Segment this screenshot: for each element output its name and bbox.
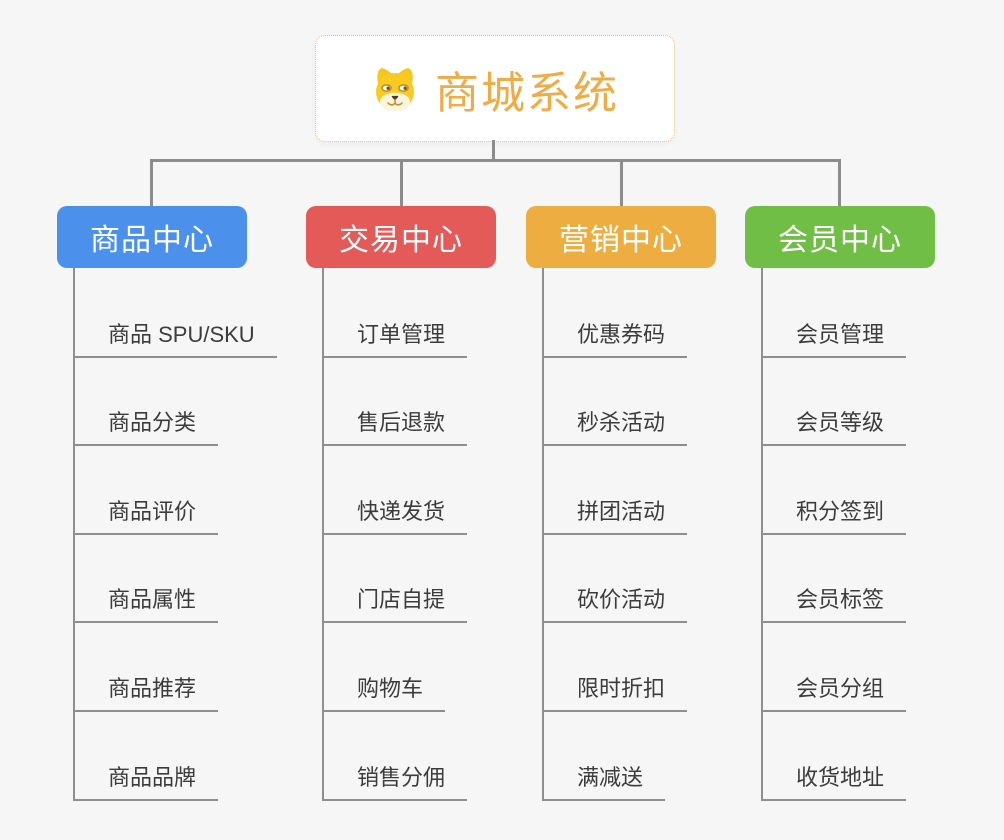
branch-label: 商品中心 <box>90 224 214 257</box>
leaf-label: 会员等级 <box>796 410 885 435</box>
leaf-label: 销售分佣 <box>357 765 446 790</box>
leaf-node[interactable]: 会员分组 <box>761 672 907 712</box>
leaf-node[interactable]: 订单管理 <box>322 318 468 358</box>
leaf-label: 商品属性 <box>108 587 197 612</box>
connector-horizontal-bar <box>150 159 841 162</box>
leaf-node[interactable]: 优惠券码 <box>542 318 688 358</box>
leaf-label: 积分签到 <box>796 499 885 524</box>
leaf-label: 满减送 <box>577 765 644 790</box>
leaf-label: 商品分类 <box>108 410 197 435</box>
leaf-node[interactable]: 门店自提 <box>322 583 468 623</box>
leaf-label: 商品评价 <box>108 499 197 524</box>
connector-drop-marketing <box>620 159 623 207</box>
leaf-node[interactable]: 会员标签 <box>761 583 907 623</box>
leaf-node[interactable]: 秒杀活动 <box>542 406 688 446</box>
leaf-label: 优惠券码 <box>577 322 666 347</box>
branch-children-trade: 订单管理 售后退款 快递发货 门店自提 购物车 销售分佣 <box>306 268 566 803</box>
leaf-node[interactable]: 商品评价 <box>73 495 219 535</box>
leaf-node[interactable]: 满减送 <box>542 761 666 801</box>
leaf-label: 会员分组 <box>796 676 885 701</box>
leaf-node[interactable]: 积分签到 <box>761 495 907 535</box>
connector-drop-product <box>150 159 153 207</box>
leaf-label: 快递发货 <box>357 499 446 524</box>
connector-root-stub <box>492 140 495 159</box>
leaf-node[interactable]: 收货地址 <box>761 761 907 801</box>
leaf-node[interactable]: 销售分佣 <box>322 761 468 801</box>
branch-node-member-center[interactable]: 会员中心 <box>745 206 935 268</box>
branch-label: 营销中心 <box>559 224 683 257</box>
leaf-node[interactable]: 商品品牌 <box>73 761 219 801</box>
branch-node-product-center[interactable]: 商品中心 <box>57 206 247 268</box>
leaf-label: 收货地址 <box>796 765 885 790</box>
connector-drop-member <box>838 159 841 207</box>
leaf-label: 会员标签 <box>796 587 885 612</box>
leaf-label: 订单管理 <box>357 322 446 347</box>
leaf-node[interactable]: 会员管理 <box>761 318 907 358</box>
branch-node-trade-center[interactable]: 交易中心 <box>306 206 496 268</box>
leaf-node[interactable]: 商品 SPU/SKU <box>73 318 277 358</box>
branch-label: 交易中心 <box>339 224 463 257</box>
leaf-node[interactable]: 商品分类 <box>73 406 219 446</box>
branch-children-member: 会员管理 会员等级 积分签到 会员标签 会员分组 收货地址 <box>745 268 1004 803</box>
leaf-label: 商品品牌 <box>108 765 197 790</box>
branch-children-marketing: 优惠券码 秒杀活动 拼团活动 砍价活动 限时折扣 满减送 <box>526 268 786 803</box>
leaf-label: 拼团活动 <box>577 499 666 524</box>
leaf-label: 砍价活动 <box>577 587 666 612</box>
leaf-node[interactable]: 砍价活动 <box>542 583 688 623</box>
leaf-node[interactable]: 快递发货 <box>322 495 468 535</box>
leaf-label: 购物车 <box>357 676 424 701</box>
leaf-node[interactable]: 售后退款 <box>322 406 468 446</box>
leaf-node[interactable]: 限时折扣 <box>542 672 688 712</box>
root-title: 商城系统 <box>435 68 619 118</box>
connector-drop-trade <box>400 159 403 207</box>
leaf-label: 秒杀活动 <box>577 410 666 435</box>
leaf-label: 商品 SPU/SKU <box>108 322 255 347</box>
leaf-node[interactable]: 商品属性 <box>73 583 219 623</box>
root-node[interactable]: 商城系统 <box>315 35 675 142</box>
leaf-node[interactable]: 商品推荐 <box>73 672 219 712</box>
branch-children-product: 商品 SPU/SKU 商品分类 商品评价 商品属性 商品推荐 商品品牌 <box>57 268 317 803</box>
leaf-label: 门店自提 <box>357 587 446 612</box>
leaf-node[interactable]: 会员等级 <box>761 406 907 446</box>
leaf-node[interactable]: 拼团活动 <box>542 495 688 535</box>
leaf-label: 商品推荐 <box>108 676 197 701</box>
branch-label: 会员中心 <box>778 224 902 257</box>
leaf-node[interactable]: 购物车 <box>322 672 446 712</box>
branch-node-marketing-center[interactable]: 营销中心 <box>526 206 716 268</box>
leaf-label: 售后退款 <box>357 410 446 435</box>
leaf-label: 会员管理 <box>796 322 885 347</box>
leaf-label: 限时折扣 <box>577 676 666 701</box>
dog-face-icon <box>376 67 414 111</box>
